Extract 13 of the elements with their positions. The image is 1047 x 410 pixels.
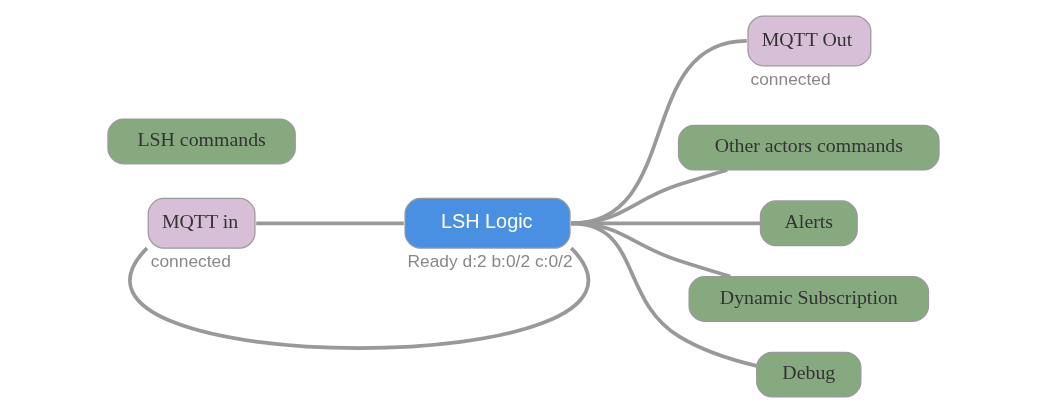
connector bbox=[256, 221, 404, 226]
connector bbox=[571, 221, 731, 279]
node-box: LSH commands bbox=[107, 118, 296, 165]
node-box: Dynamic Subscription bbox=[688, 276, 930, 322]
node-box: Alerts bbox=[759, 200, 858, 247]
connector bbox=[571, 221, 758, 368]
node-box: Debug bbox=[756, 351, 862, 398]
node-label: connected bbox=[750, 68, 831, 89]
connector bbox=[571, 221, 761, 226]
node-label: Ready d:2 b:0/2 c:0/2 bbox=[407, 250, 573, 271]
node-label: connected bbox=[150, 250, 231, 271]
connector bbox=[128, 247, 590, 350]
node-box: Other actors commands bbox=[677, 124, 940, 171]
